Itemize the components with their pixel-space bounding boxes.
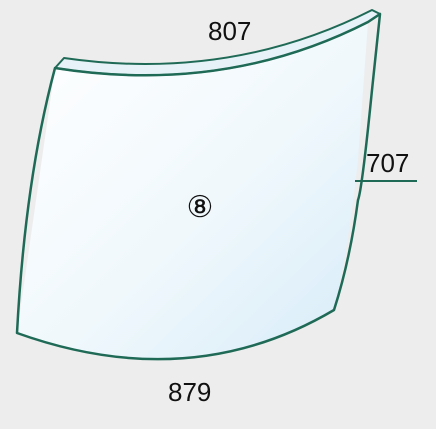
glass-face [17,22,368,360]
bottom-dimension-label: 879 [168,377,211,407]
right-dimension-label: 707 [366,148,409,178]
part-number-label: ⑧ [187,190,214,225]
glass-outline [15,12,382,361]
top-dimension-label: 807 [208,16,251,46]
